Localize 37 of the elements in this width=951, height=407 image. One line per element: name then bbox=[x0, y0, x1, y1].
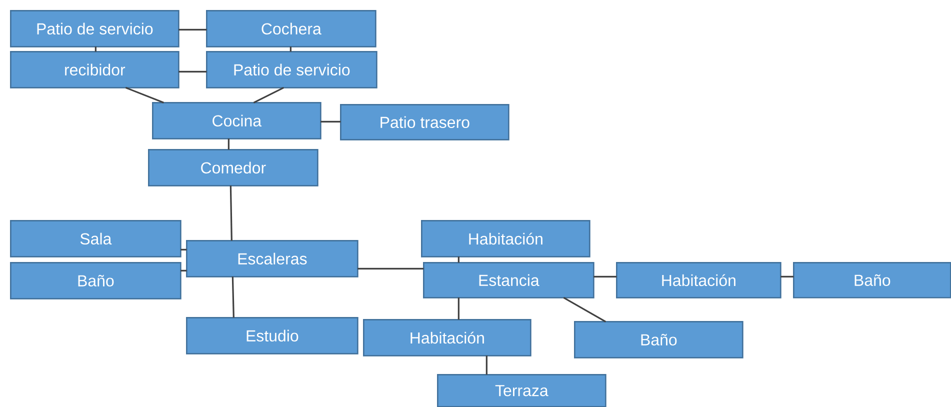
room-box: Baño bbox=[10, 262, 182, 300]
room-box: Cocina bbox=[152, 102, 322, 140]
connector-line bbox=[94, 46, 96, 52]
connector-line bbox=[458, 298, 460, 320]
room-box: Baño bbox=[793, 262, 951, 298]
room-box: Patio de servicio bbox=[10, 10, 180, 48]
connector-line bbox=[290, 46, 292, 52]
room-box: Estancia bbox=[423, 262, 594, 298]
connector-line bbox=[230, 186, 232, 241]
connector-line bbox=[125, 86, 164, 104]
room-box: Patio de servicio bbox=[206, 51, 378, 88]
room-box: Estudio bbox=[186, 317, 358, 354]
connector-line bbox=[253, 86, 284, 104]
room-box: Habitación bbox=[616, 262, 782, 298]
connector-line bbox=[320, 120, 341, 122]
room-box: Baño bbox=[574, 321, 744, 358]
connector-line bbox=[228, 138, 230, 150]
connector-line bbox=[232, 276, 234, 318]
room-box: Habitación bbox=[421, 220, 590, 258]
connector-line bbox=[180, 270, 187, 272]
room-box: recibidor bbox=[10, 51, 180, 88]
room-box: Habitación bbox=[363, 318, 532, 356]
room-box: Escaleras bbox=[186, 240, 358, 278]
room-box: Cochera bbox=[206, 10, 376, 48]
connector-line bbox=[180, 248, 187, 250]
connector-line bbox=[486, 356, 488, 375]
room-box: Patio trasero bbox=[340, 104, 510, 140]
connector-line bbox=[563, 296, 606, 322]
room-box: Terraza bbox=[437, 374, 606, 407]
connector-line bbox=[594, 276, 617, 278]
connector-line bbox=[780, 276, 794, 278]
room-box: Comedor bbox=[148, 149, 318, 186]
connector-line bbox=[178, 70, 207, 72]
connector-line bbox=[358, 268, 424, 270]
room-box: Sala bbox=[10, 220, 182, 258]
connector-line bbox=[458, 256, 460, 263]
connector-line bbox=[178, 28, 207, 30]
